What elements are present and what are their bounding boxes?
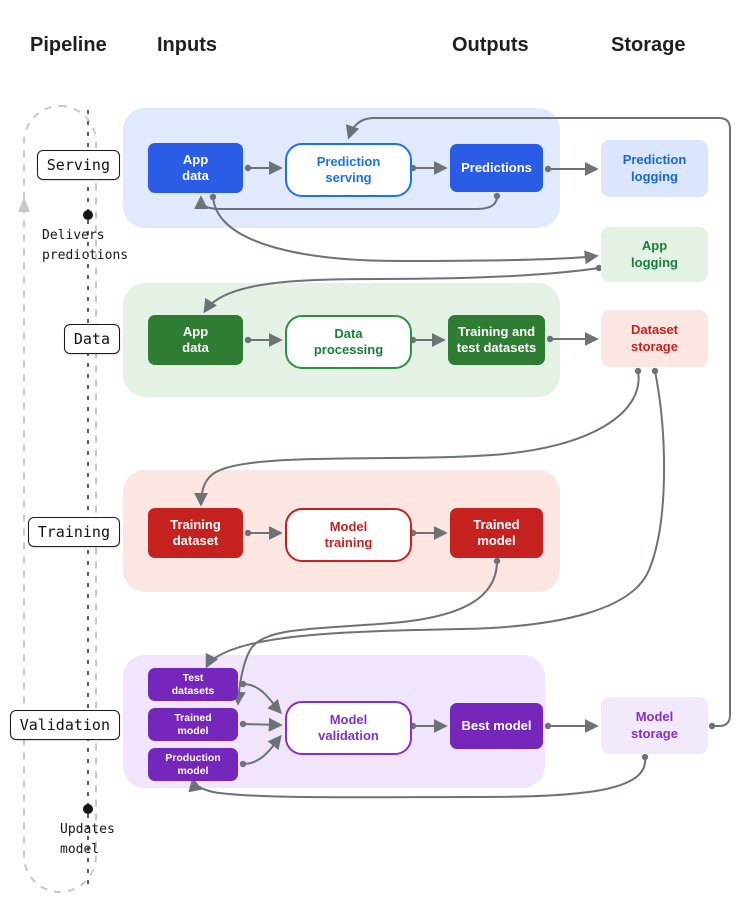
stage-serving-label: Serving (36, 150, 120, 180)
prediction-logging-node: Prediction logging (601, 140, 708, 197)
prediction-serving-node: Prediction serving (285, 143, 412, 197)
test-datasets-chip: Test datasets (148, 668, 238, 701)
updates-model-note: Updates model (60, 822, 115, 857)
trained-model-chip: Trained model (148, 708, 238, 741)
data-app-data-node: App data (148, 315, 243, 365)
training-dataset-node: Training dataset (148, 508, 243, 558)
rail-dot-updates (83, 804, 93, 814)
pipeline-loop-arrowhead-icon (18, 197, 30, 212)
header-outputs: Outputs (452, 34, 529, 56)
pipeline-loop-dashed (23, 105, 97, 893)
trained-model-node: Trained model (450, 508, 543, 558)
model-training-node: Model training (285, 508, 412, 562)
model-storage-node: Model storage (601, 697, 708, 754)
rail-dot-delivers (83, 210, 93, 220)
stage-data-label: Data (63, 324, 120, 354)
data-processing-node: Data processing (285, 315, 412, 369)
header-storage: Storage (611, 34, 686, 56)
app-logging-node: App logging (601, 227, 708, 282)
stage-validation-label: Validation (9, 710, 120, 740)
stage-training-label: Training (27, 517, 120, 547)
delivers-predictions-note: Delivers predictions (42, 228, 129, 263)
best-model-node: Best model (450, 703, 543, 749)
predictions-node: Predictions (450, 144, 543, 192)
serving-app-data-node: App data (148, 143, 243, 193)
training-test-datasets-node: Training and test datasets (448, 315, 545, 365)
header-pipeline: Pipeline (30, 34, 107, 56)
model-validation-node: Model validation (285, 701, 412, 755)
header-inputs: Inputs (157, 34, 217, 56)
dataset-storage-node: Dataset storage (601, 310, 708, 367)
production-model-chip: Production model (148, 748, 238, 781)
